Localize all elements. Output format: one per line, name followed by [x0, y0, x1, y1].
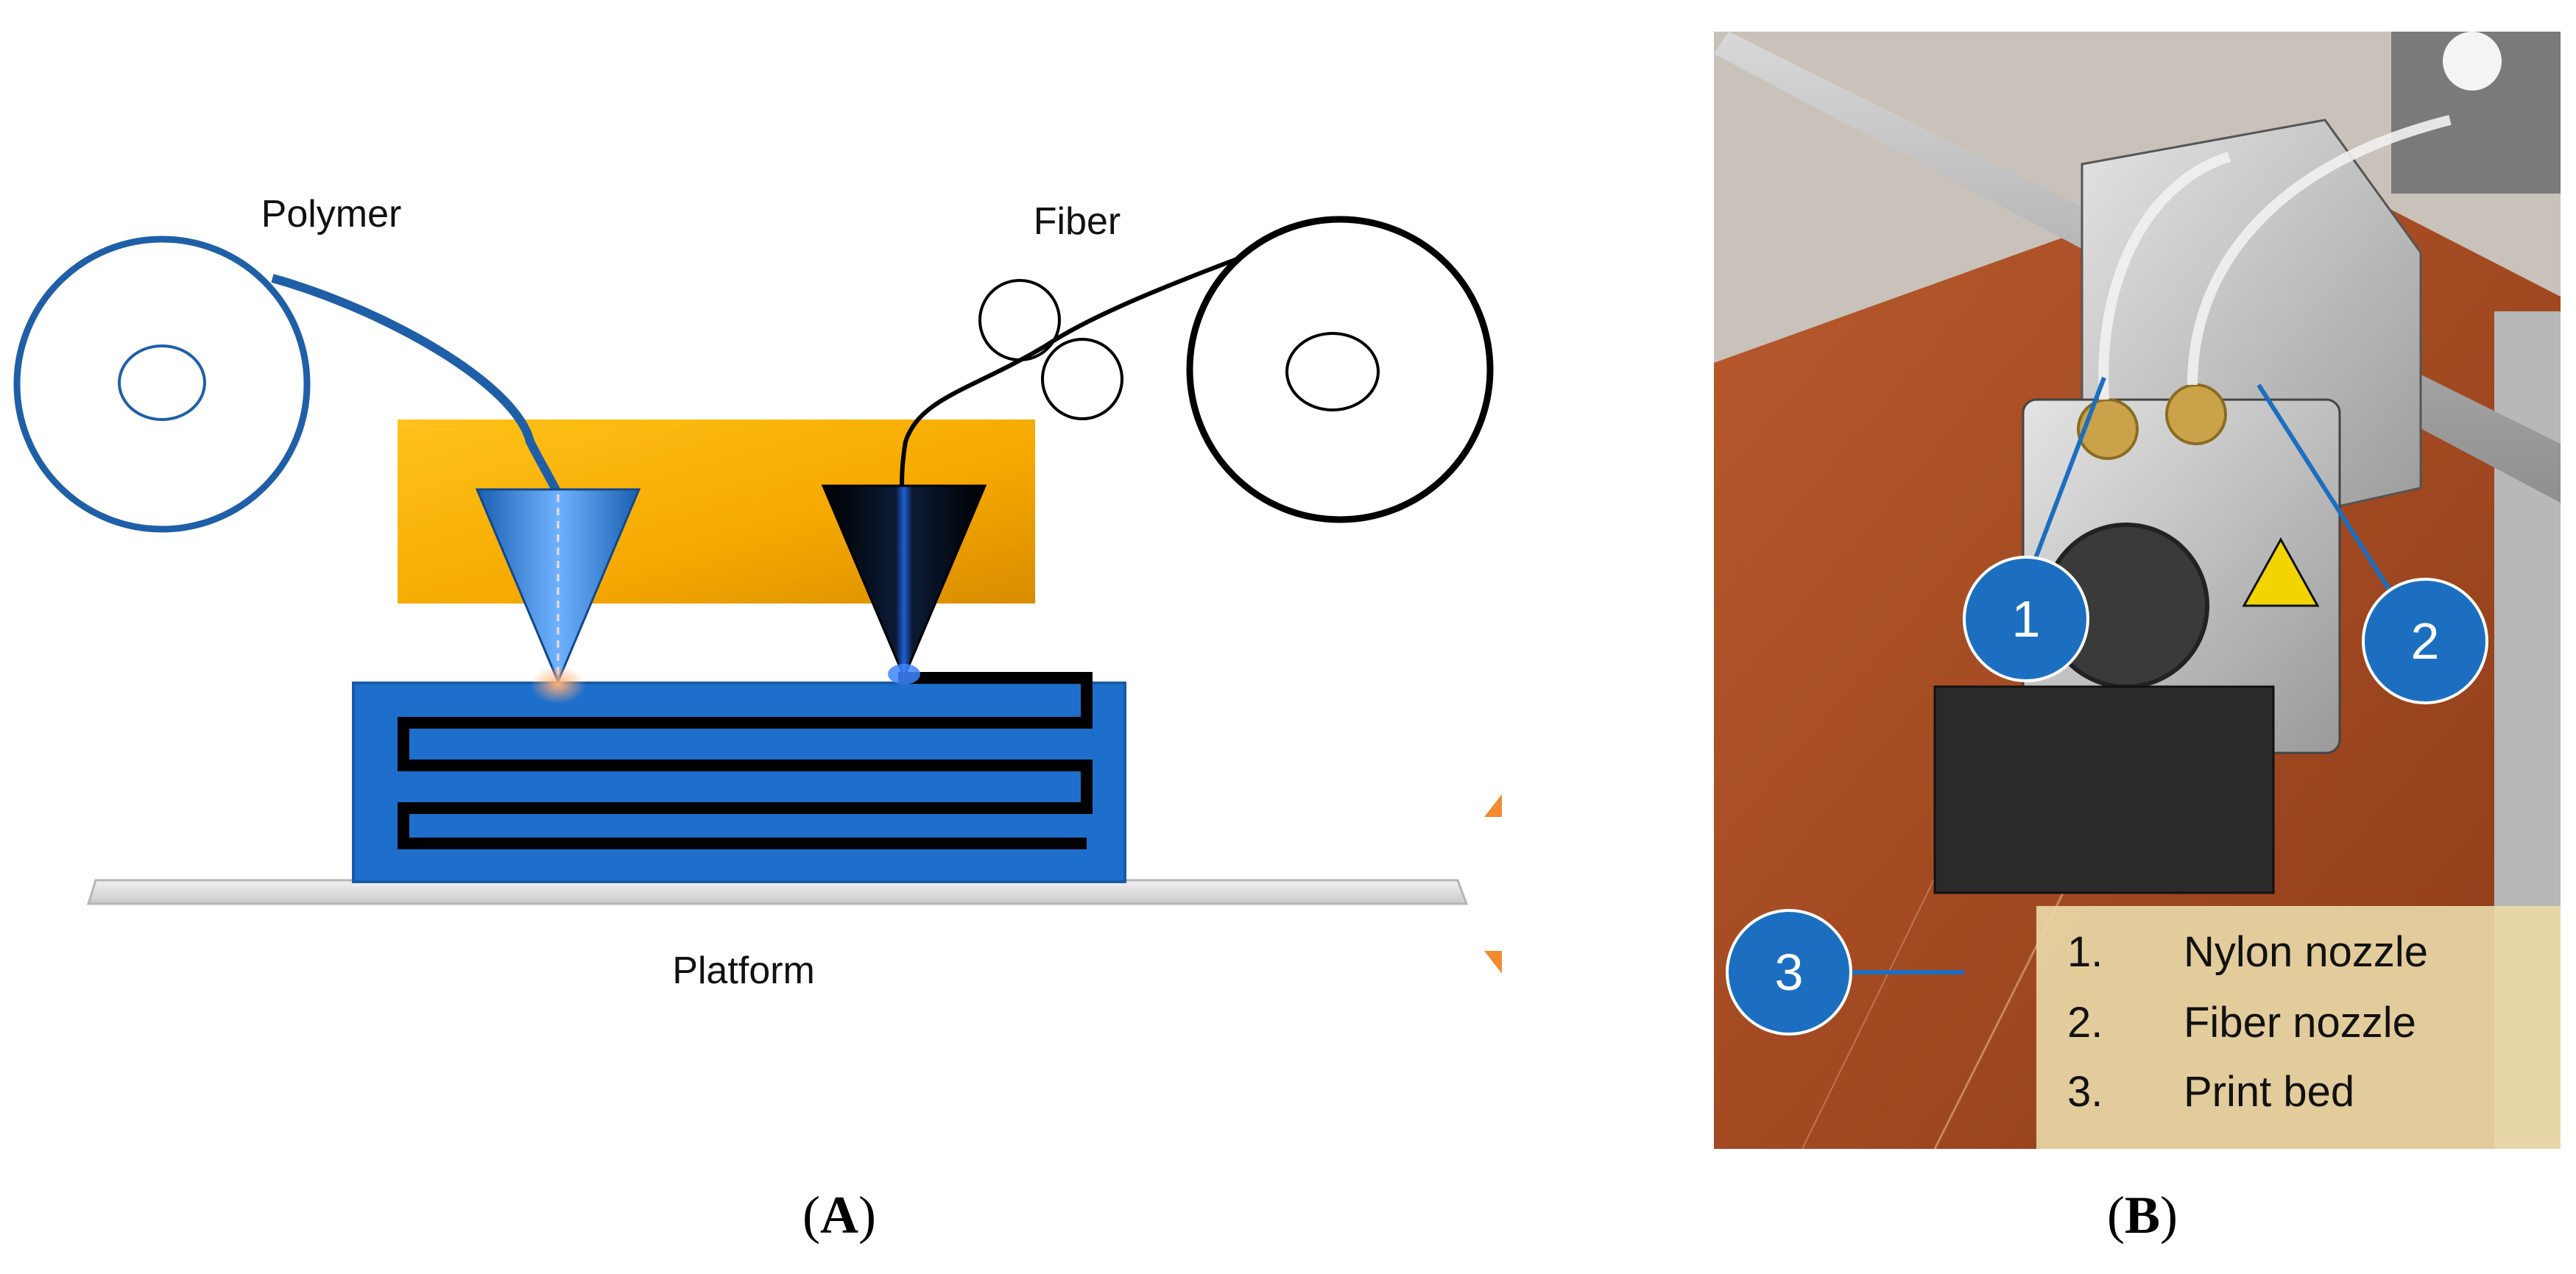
callout-1: 1: [1963, 556, 2089, 682]
callout-3-number: 3: [1775, 944, 1804, 1001]
panel-a-letter: A: [820, 1186, 858, 1245]
polymer-nozzle: [475, 488, 641, 684]
legend-item-3: 3. Print bed: [2067, 1068, 2354, 1116]
callout-3: 3: [1726, 909, 1852, 1036]
z-axis-arrow: [1484, 794, 1502, 974]
platform: [86, 879, 1469, 905]
fiber-nozzle-glow: [888, 664, 920, 684]
fiber-guide-roller-1: [978, 279, 1061, 361]
callout-1-leader: [2021, 376, 2106, 592]
legend-item-2-text: Fiber nozzle: [2184, 999, 2416, 1047]
fiber-filament: [900, 257, 1238, 490]
panel-b-letter: B: [2124, 1186, 2161, 1245]
polymer-spool-hub: [118, 344, 206, 421]
panel-a-label: (A): [802, 1186, 876, 1245]
nylon-nozzle-nut: [2077, 398, 2139, 460]
printed-part: [352, 682, 1126, 883]
knob: [2443, 32, 2502, 91]
polymer-nozzle-glow: [530, 665, 586, 704]
polymer-spool: [13, 236, 311, 533]
platform-label: Platform: [672, 949, 815, 992]
legend-box: [2036, 906, 2561, 1149]
callout-2: 2: [2362, 578, 2488, 704]
fiber-guide-roller-2: [1041, 338, 1123, 420]
legend-item-1: 1. Nylon nozzle: [2067, 928, 2428, 976]
fiber-spool: [1186, 216, 1494, 523]
callout-2-number: 2: [2411, 612, 2440, 670]
fiber-label: Fiber: [1034, 200, 1121, 243]
feed-tube-fiber: [2187, 115, 2452, 386]
legend-item-1-num: 1.: [2067, 928, 2103, 976]
panel-b-photo: 1 2 3 1. Nylon nozzle 2. Fiber nozzle 3.…: [1714, 32, 2561, 1149]
panel-a-diagram: Platform Polymer Fiber Z: [13, 193, 1502, 992]
legend-item-3-num: 3.: [2067, 1068, 2103, 1116]
legend-item-3-text: Print bed: [2184, 1068, 2354, 1116]
fiber-path-in-part: [398, 672, 1093, 849]
legend-item-2: 2. Fiber nozzle: [2067, 999, 2416, 1047]
polymer-filament: [271, 274, 564, 501]
legend-item-2-num: 2.: [2067, 999, 2103, 1047]
panel-b-label: (B): [2107, 1186, 2178, 1245]
print-head-lower: [1933, 685, 2275, 894]
feed-tube-nylon: [2098, 152, 2231, 400]
warning-sticker: [2242, 537, 2320, 607]
fiber-nozzle-nut: [2165, 383, 2227, 445]
callout-1-number: 1: [2012, 590, 2041, 648]
fiber-nozzle: [821, 484, 987, 680]
fiber-spool-hub: [1285, 332, 1380, 411]
legend-item-1-text: Nylon nozzle: [2184, 928, 2428, 976]
polymer-label: Polymer: [261, 193, 402, 236]
